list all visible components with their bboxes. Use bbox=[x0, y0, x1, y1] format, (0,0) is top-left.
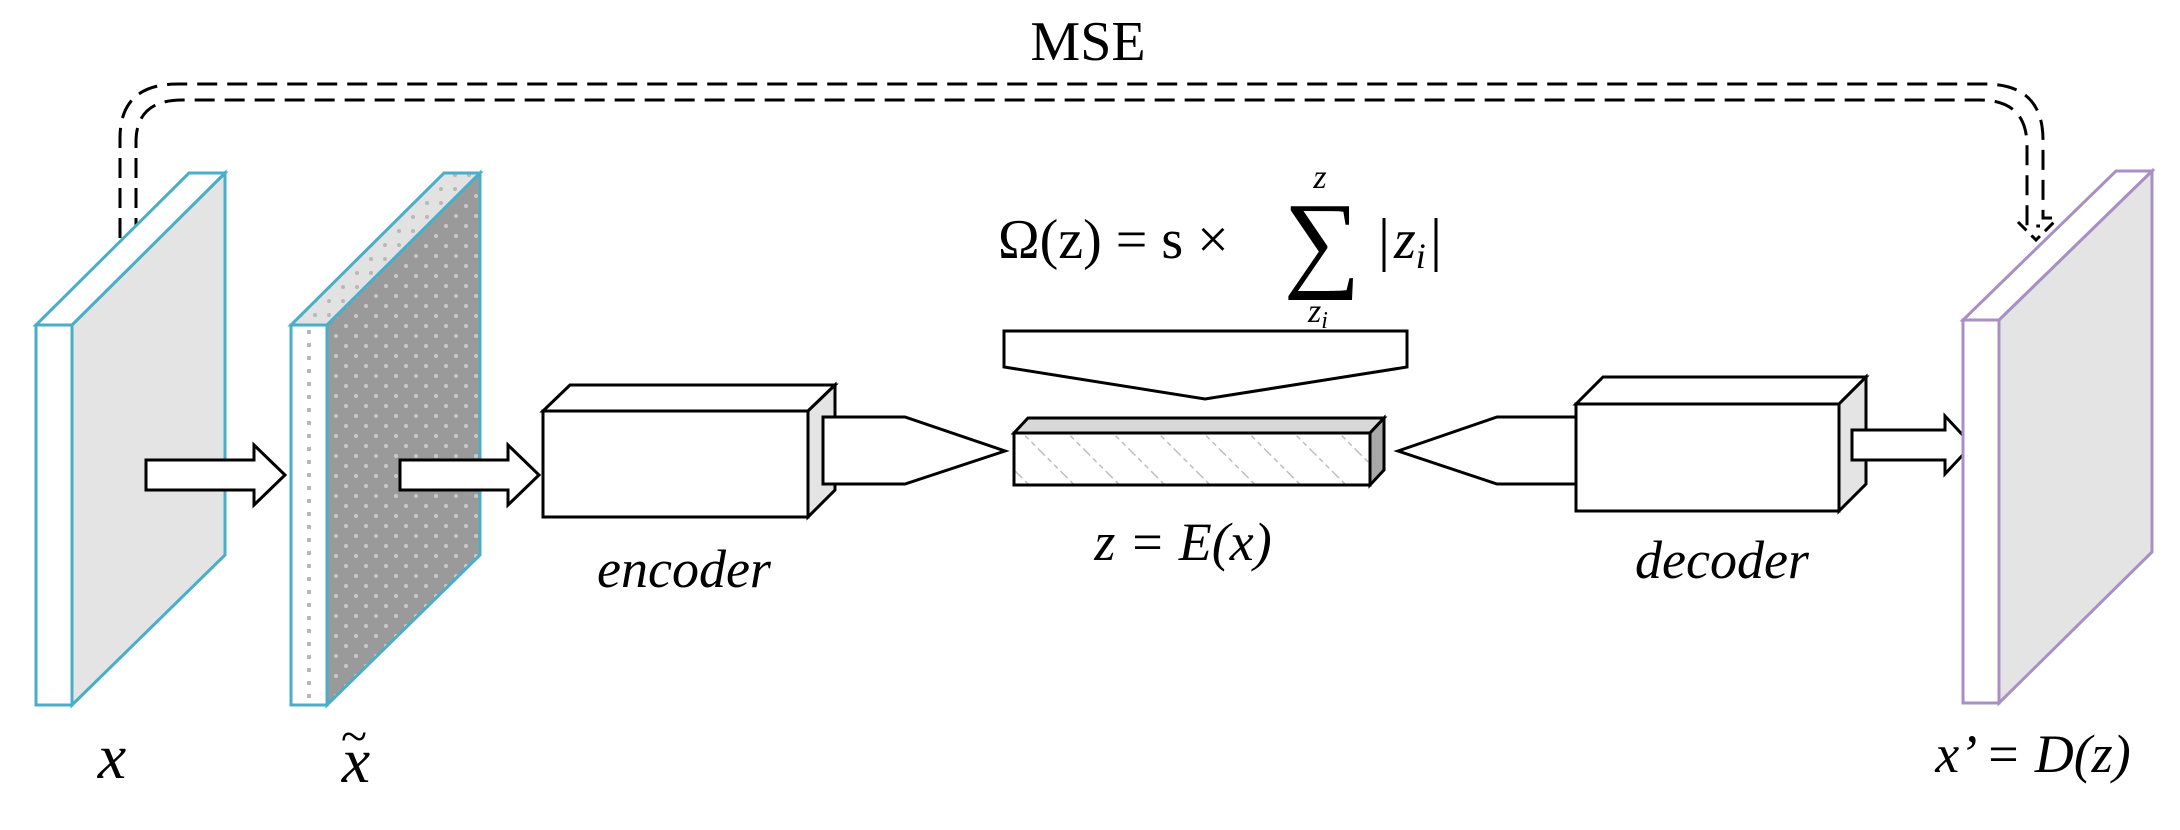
output-panel bbox=[1959, 167, 2156, 707]
mse-loss-connector bbox=[118, 82, 2052, 238]
encoder-funnel bbox=[821, 415, 1010, 486]
mse-arrowhead bbox=[2016, 220, 2056, 243]
sum-symbol: ∑ bbox=[1284, 182, 1361, 301]
encoder-label: encoder bbox=[597, 539, 772, 599]
formula-lhs: Ω(z) = s × bbox=[998, 209, 1229, 271]
arrow-noisy-to-encoder bbox=[398, 441, 542, 509]
formula-body: zi bbox=[1393, 209, 1426, 276]
mse-label: MSE bbox=[1030, 11, 1145, 73]
noisy-input-label: x bbox=[341, 725, 370, 796]
encoder-block bbox=[539, 381, 839, 521]
noisy-input-panel bbox=[287, 169, 484, 709]
sum-upper-limit: z bbox=[1312, 159, 1326, 196]
output-label: x’ = D(z) bbox=[1934, 724, 2130, 784]
arrow-decoder-to-output bbox=[1850, 412, 1975, 478]
decoder-block bbox=[1572, 373, 1870, 515]
sparsity-formula: Ω(z) = s × ∑ z zi zi bbox=[998, 159, 1438, 334]
decoder-funnel bbox=[1393, 415, 1582, 486]
decoder-label: decoder bbox=[1635, 530, 1810, 590]
input-panel bbox=[32, 169, 229, 709]
sum-lower-limit: zi bbox=[1307, 293, 1328, 334]
code-label: z = E(x) bbox=[1093, 512, 1271, 572]
input-label: x bbox=[97, 721, 126, 792]
code-bar bbox=[1010, 414, 1388, 489]
sparsity-bracket bbox=[1002, 329, 1409, 401]
noisy-tilde: ~ bbox=[341, 710, 367, 763]
arrow-input-to-noisy bbox=[144, 441, 288, 509]
